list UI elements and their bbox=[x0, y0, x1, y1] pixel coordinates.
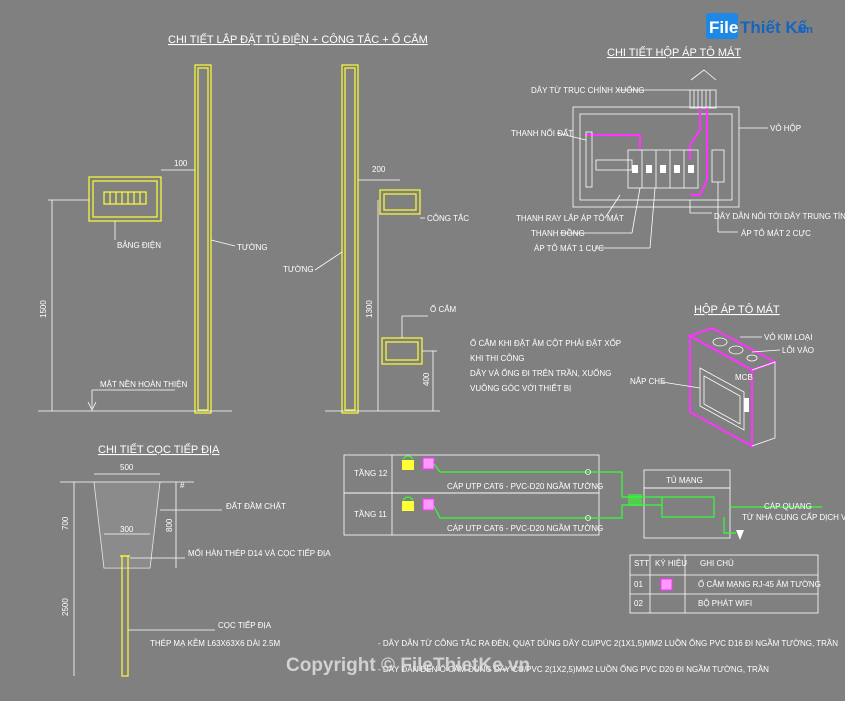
grounding-mark: # bbox=[180, 481, 185, 490]
label-mat-nen: MẶT NỀN HOÀN THIỆN bbox=[100, 379, 187, 389]
legend-row-1-note: Ổ CẮM MẠNG RJ-45 ÂM TƯỜNG bbox=[698, 580, 821, 589]
label-nap-che: NẮP CHE bbox=[630, 377, 665, 386]
note-line-2: KHI THI CÔNG bbox=[470, 354, 525, 363]
label-thanh-ray: THANH RAY LẮP ÁP TÔ MÁT bbox=[516, 214, 624, 223]
wall-right bbox=[341, 64, 359, 414]
note-line-1: Ổ CẮM KHI ĐẶT ÂM CỘT PHẢI ĐẶT XỐP bbox=[470, 338, 621, 348]
label-vo-kim-loai: VỎ KIM LOẠI bbox=[764, 333, 812, 342]
dim-400: 400 bbox=[422, 372, 431, 386]
label-thanh-dong: THANH ĐỒNG bbox=[531, 228, 585, 238]
label-fiber-src: TỪ NHÀ CUNG CẤP DỊCH VỤ bbox=[742, 512, 845, 522]
dim-300: 300 bbox=[120, 525, 134, 534]
grounding-pit bbox=[60, 481, 194, 677]
legend-row-2-note: BỘ PHÁT WIFI bbox=[698, 599, 752, 608]
label-cabinet: TỦ MẠNG bbox=[666, 476, 703, 485]
legend-row-1-stt: 01 bbox=[634, 580, 643, 589]
socket-box bbox=[381, 337, 423, 365]
dim-1300: 1300 bbox=[365, 300, 374, 318]
label-tuong-1: TƯỜNG bbox=[237, 243, 268, 252]
label-dat-dam: ĐẤT ĐẦM CHẶT bbox=[226, 501, 286, 511]
label-thep: THÉP MẠ KẼM L63X63X6 DÀI 2.5M bbox=[150, 639, 280, 648]
box-3d-title: HỘP ÁP TÔ MÁT bbox=[694, 303, 780, 316]
label-floor-12: TẦNG 12 bbox=[354, 468, 388, 478]
label-o-cam: Ổ CẮM bbox=[430, 305, 457, 314]
install-detail-title: CHI TIẾT LẮP ĐẶT TỦ ĐIỆN + CÔNG TẮC + Ổ … bbox=[168, 33, 428, 46]
dim-500: 500 bbox=[120, 463, 134, 472]
wall-left bbox=[194, 64, 212, 414]
label-loi-vao: LỖI VÀO bbox=[782, 346, 814, 355]
label-floor-11: TẦNG 11 bbox=[354, 509, 387, 519]
label-ap-1-cuc: ÁP TÔ MÁT 1 CỰC bbox=[534, 244, 604, 253]
legend-header-note: GHI CHÚ bbox=[700, 559, 734, 568]
label-vo-hop: VỎ HỘP bbox=[770, 124, 801, 133]
dim-2500: 2500 bbox=[61, 598, 70, 616]
label-cong-tac: CÔNG TẮC bbox=[427, 214, 469, 223]
wifi-icon-12 bbox=[402, 455, 414, 470]
dim-800: 800 bbox=[165, 518, 174, 532]
mcb-box-detail bbox=[572, 69, 740, 208]
box-3d-front-text: MCB bbox=[735, 373, 753, 382]
switch-box bbox=[379, 189, 421, 215]
box-detail-title: CHI TIẾT HỘP ÁP TÔ MÁT bbox=[607, 46, 741, 59]
legend-header-symbol: KÝ HIỆU bbox=[655, 559, 687, 568]
footnote-2: - DÂY DẪN ĐẾN Ổ CẮM DÙNG DÂY CU/PVC 2(1X… bbox=[378, 664, 769, 674]
wifi-icon-11 bbox=[402, 496, 414, 511]
label-thanh-noi-dat: THANH NỐI ĐẤT bbox=[511, 128, 573, 138]
dim-700: 700 bbox=[61, 516, 70, 530]
distribution-board bbox=[88, 176, 162, 222]
label-cable-12: CÁP UTP CAT6 - PVC-D20 NGẦM TƯỜNG bbox=[447, 481, 603, 491]
note-line-4: VUÔNG GÓC VỚI THIẾT BỊ bbox=[470, 383, 571, 393]
logo-box bbox=[706, 13, 738, 39]
legend-table bbox=[629, 554, 819, 614]
label-ap-2-cuc: ÁP TÔ MÁT 2 CỰC bbox=[741, 229, 811, 238]
label-bang-dien: BẢNG ĐIỆN bbox=[117, 241, 161, 250]
site-logo[interactable]: File Thiết Kế .vn bbox=[706, 13, 813, 39]
logo-tld: .vn bbox=[797, 24, 813, 36]
label-fiber: CÁP QUANG bbox=[764, 502, 812, 511]
label-cable-11: CÁP UTP CAT6 - PVC-D20 NGẦM TƯỜNG bbox=[447, 523, 603, 533]
mcb-box-3d bbox=[687, 326, 778, 448]
grounding-title: CHI TIẾT CỌC TIẾP ĐỊA bbox=[98, 443, 220, 456]
label-tuong-2: TƯỜNG bbox=[283, 265, 314, 274]
legend-row-2-stt: 02 bbox=[634, 599, 643, 608]
network-diagram bbox=[343, 454, 822, 540]
dim-1500: 1500 bbox=[39, 300, 48, 318]
label-coc: CỌC TIẾP ĐỊA bbox=[218, 620, 272, 630]
rj45-icon-11 bbox=[422, 498, 435, 511]
legend-header-stt: STT bbox=[634, 559, 649, 568]
rj45-icon-12 bbox=[422, 457, 435, 470]
dim-100: 100 bbox=[174, 159, 188, 168]
label-day-tu-truc: DÂY TỪ TRỤC CHÍNH XUỐNG bbox=[531, 85, 645, 95]
dim-200: 200 bbox=[372, 165, 386, 174]
copyright-watermark: Copyright © FileThietKe.vn bbox=[286, 655, 530, 676]
note-line-3: DÂY VÀ ỐNG ĐI TRÊN TRẦN, XUỐNG bbox=[470, 368, 611, 378]
logo-box-text: File bbox=[709, 18, 738, 37]
label-day-dan-noi: DÂY DẪN NỐI TỚI DÂY TRUNG TÍNH bbox=[714, 211, 845, 221]
footnote-1: - DÂY DẪN TỪ CÔNG TẮC RA ĐÈN, QUẠT DÙNG … bbox=[378, 638, 838, 648]
label-moi-han: MỐI HÀN THÉP D14 VÀ CỌC TIẾP ĐỊA bbox=[188, 548, 331, 558]
logo-text: Thiết Kế bbox=[740, 18, 808, 37]
